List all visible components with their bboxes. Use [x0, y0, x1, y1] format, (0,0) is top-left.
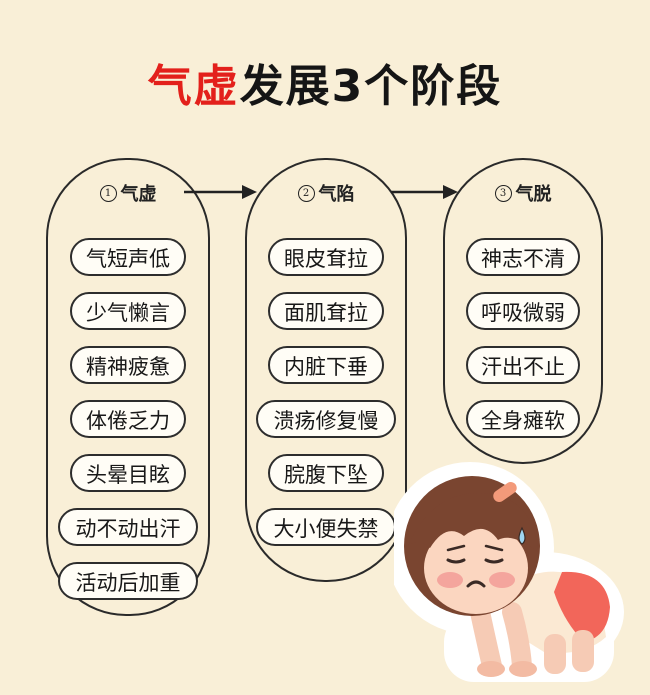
stage-header: 2 气陷	[247, 180, 405, 206]
stage-qi-deficiency: 1 气虚 气短声低 少气懒言 精神疲惫 体倦乏力 头晕目眩 动不动出汗 活动后加…	[46, 158, 210, 616]
symptom-pill: 大小便失禁	[256, 508, 396, 546]
symptom-pill: 精神疲惫	[70, 346, 186, 384]
stage-name: 气陷	[318, 184, 355, 205]
stage-header: 1 气虚	[48, 180, 208, 206]
symptom-pill: 少气懒言	[70, 292, 186, 330]
symptom-pill: 溃疡修复慢	[256, 400, 396, 438]
page-title: 气虚发展3个阶段	[0, 50, 650, 114]
symptom-pill: 内脏下垂	[268, 346, 384, 384]
symptom-pill: 活动后加重	[58, 562, 198, 600]
title-rest: 发展3个阶段	[239, 61, 503, 112]
symptom-pill: 全身瘫软	[466, 400, 580, 438]
stage-name: 气虚	[120, 184, 157, 205]
symptom-pill: 气短声低	[70, 238, 186, 276]
stage-header: 3 气脱	[445, 180, 601, 206]
symptom-pill: 神志不清	[466, 238, 580, 276]
stage-qi-sinking: 2 气陷 眼皮耷拉 面肌耷拉 内脏下垂 溃疡修复慢 脘腹下坠 大小便失禁	[245, 158, 407, 582]
stage-number-badge: 2	[297, 184, 315, 202]
stage-number-badge: 1	[99, 184, 117, 202]
symptom-pill: 动不动出汗	[58, 508, 198, 546]
symptom-pill: 体倦乏力	[70, 400, 186, 438]
symptom-pill: 头晕目眩	[70, 454, 186, 492]
stage-number-badge: 3	[494, 184, 512, 202]
symptom-pill: 眼皮耷拉	[268, 238, 384, 276]
symptom-pill: 面肌耷拉	[268, 292, 384, 330]
symptom-pill: 脘腹下坠	[268, 454, 384, 492]
arrow-right-icon	[184, 185, 257, 199]
tired-girl-illustration	[394, 462, 624, 682]
arrow-right-icon	[391, 185, 458, 199]
symptom-pill: 呼吸微弱	[466, 292, 580, 330]
stage-qi-collapse: 3 气脱 神志不清 呼吸微弱 汗出不止 全身瘫软	[443, 158, 603, 464]
title-accent: 气虚	[147, 61, 240, 112]
symptom-pill: 汗出不止	[466, 346, 580, 384]
stage-name: 气脱	[515, 184, 552, 205]
